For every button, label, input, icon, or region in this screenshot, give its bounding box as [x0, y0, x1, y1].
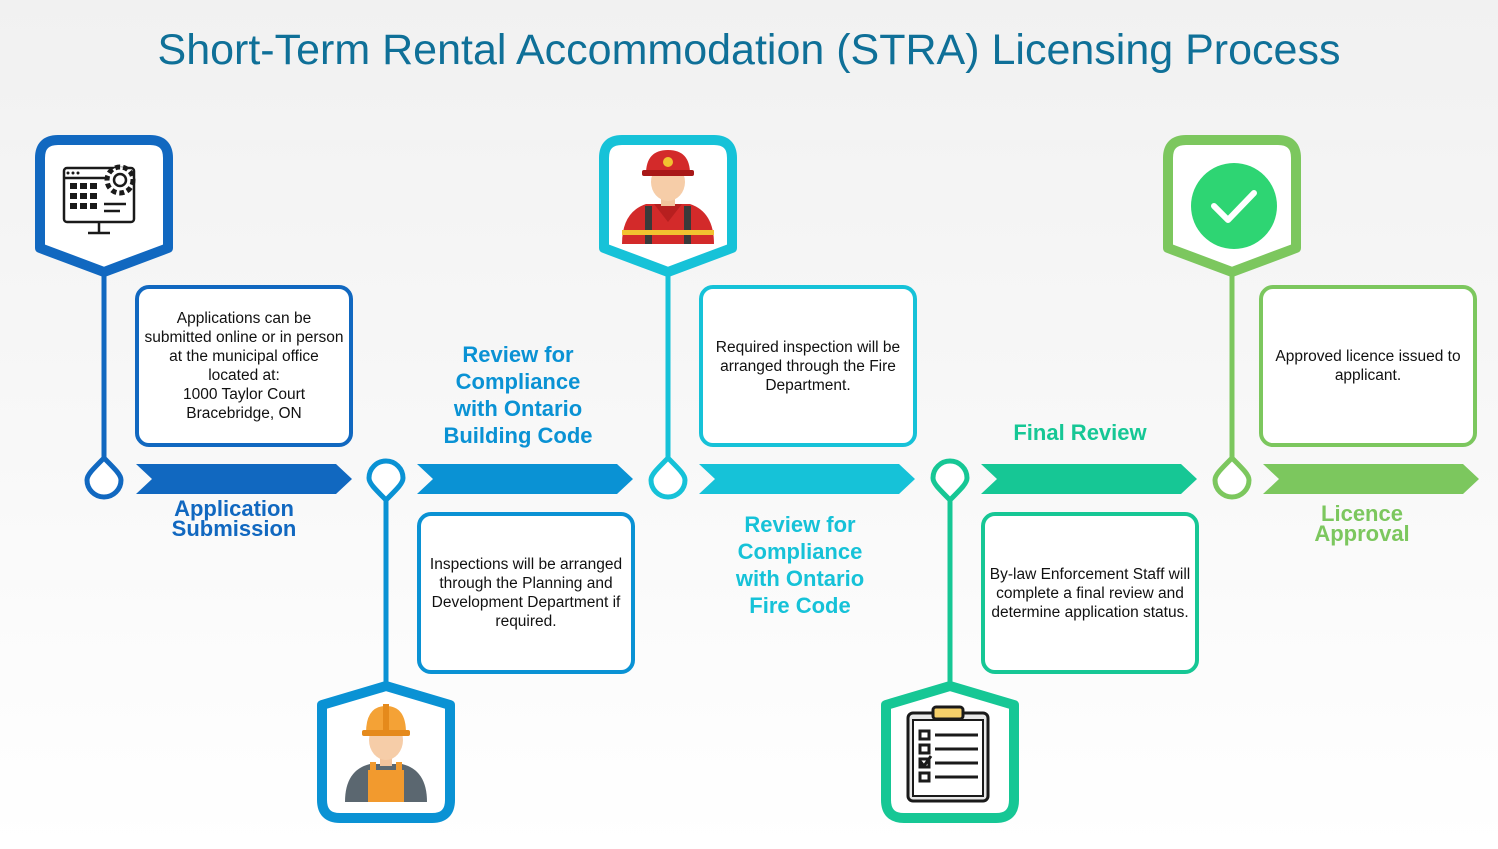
- computer-settings-icon: [62, 164, 136, 235]
- firefighter-icon: [622, 150, 714, 244]
- step-1-connector: [84, 262, 124, 500]
- step-2-arrow: [417, 464, 633, 494]
- step-1-label: Application Submission: [171, 496, 297, 541]
- step-3-connector: [648, 262, 688, 500]
- step-3-description: Required inspection will be arranged thr…: [699, 285, 917, 447]
- step-2-connector: [366, 458, 406, 690]
- step-3-badge: [599, 135, 737, 277]
- step-2-label: Review for Compliance with Ontario Build…: [443, 342, 593, 448]
- checkmark-circle-icon: [1191, 163, 1277, 249]
- step-5-description: Approved licence issued to applicant.: [1259, 285, 1477, 447]
- step-1-badge: [35, 135, 173, 277]
- step-2-badge: [317, 681, 455, 823]
- construction-worker-icon: [345, 704, 427, 802]
- step-4-connector: [930, 458, 970, 690]
- step-4-badge: [881, 681, 1019, 823]
- step-3-arrow: [699, 464, 915, 494]
- page-title: Short-Term Rental Accommodation (STRA) L…: [157, 26, 1341, 74]
- step-1-description: Applications can be submitted online or …: [135, 285, 353, 447]
- step-4-arrow: [981, 464, 1197, 494]
- clipboard-checklist-icon: [906, 705, 990, 803]
- step-1-arrow: [136, 464, 352, 494]
- step-4-description: By-law Enforcement Staff will complete a…: [981, 512, 1199, 674]
- step-5-connector: [1212, 262, 1252, 500]
- step-5-label: Licence Approval: [1314, 501, 1410, 546]
- step-2-description: Inspections will be arranged through the…: [417, 512, 635, 674]
- step-4-label: Final Review: [1013, 420, 1147, 445]
- step-5-badge: [1163, 135, 1301, 277]
- step-3-label: Review for Compliance with Ontario Fire …: [735, 512, 865, 618]
- step-5-arrow: [1263, 464, 1479, 494]
